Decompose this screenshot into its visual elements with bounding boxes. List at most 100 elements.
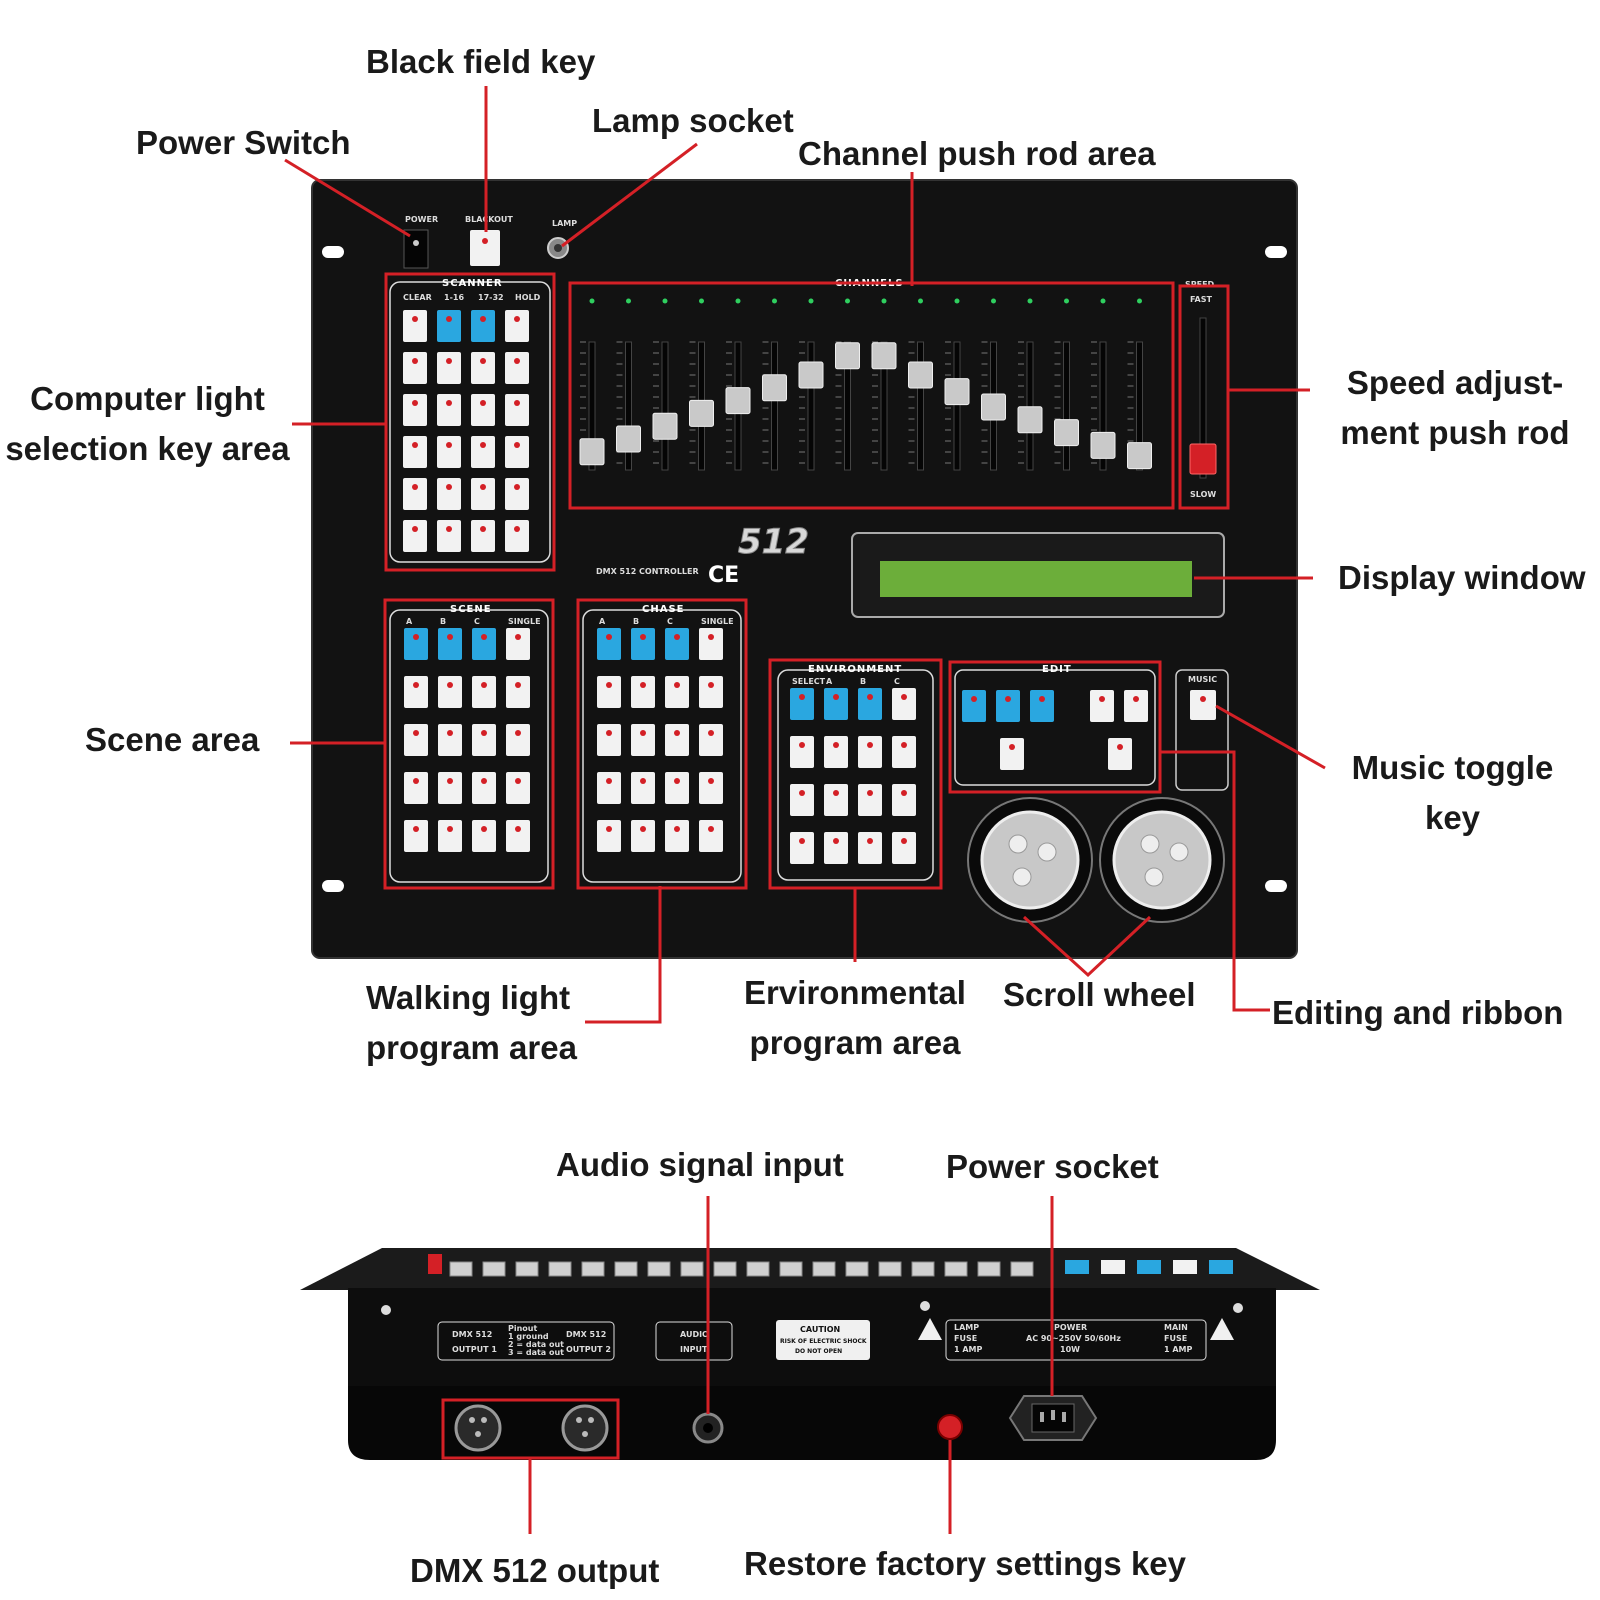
edit-key[interactable] [1030,690,1054,722]
chase-key[interactable] [597,820,621,852]
chase-key[interactable] [665,820,689,852]
scanner-key[interactable] [437,352,461,384]
edit-key[interactable] [1124,690,1148,722]
channel-fader[interactable] [871,342,897,370]
chase-key[interactable] [699,772,723,804]
scene-key[interactable] [404,772,428,804]
factory-reset-button[interactable] [937,1414,963,1440]
environment-key[interactable] [892,736,916,768]
chase-key[interactable] [631,724,655,756]
channel-fader[interactable] [725,387,751,415]
chase-key[interactable] [699,676,723,708]
channel-fader[interactable] [835,342,860,370]
scanner-key[interactable] [403,520,427,552]
scene-key[interactable] [472,772,496,804]
chase-key[interactable] [597,628,621,660]
environment-key[interactable] [858,688,882,720]
channel-fader[interactable] [616,425,641,453]
scene-key[interactable] [472,820,496,852]
scanner-key[interactable] [437,478,461,510]
channel-fader[interactable] [1127,442,1152,470]
edit-key[interactable] [1000,738,1024,770]
environment-key[interactable] [892,832,916,864]
environment-key[interactable] [892,688,916,720]
scanner-key[interactable] [505,520,529,552]
scene-key[interactable] [506,820,530,852]
scene-key[interactable] [404,676,428,708]
chase-key[interactable] [665,676,689,708]
scanner-key[interactable] [403,352,427,384]
edit-key[interactable] [996,690,1020,722]
scanner-key[interactable] [437,394,461,426]
scene-key[interactable] [472,628,496,660]
scanner-key[interactable] [505,352,529,384]
scene-key[interactable] [438,772,462,804]
scene-key[interactable] [506,724,530,756]
chase-key[interactable] [665,628,689,660]
scroll-wheel-left[interactable] [967,797,1093,923]
channel-fader[interactable] [1090,431,1116,459]
scene-key[interactable] [506,628,530,660]
dmx-output-1-connector[interactable] [454,1404,502,1452]
chase-key[interactable] [699,820,723,852]
scene-key[interactable] [438,724,462,756]
scene-key[interactable] [506,676,530,708]
scene-key[interactable] [506,772,530,804]
environment-key[interactable] [858,832,882,864]
channel-fader[interactable] [908,361,933,389]
environment-key[interactable] [824,688,848,720]
chase-key[interactable] [631,628,655,660]
channel-fader[interactable] [1017,406,1043,434]
scene-key[interactable] [438,628,462,660]
chase-key[interactable] [631,772,655,804]
scanner-key[interactable] [505,394,529,426]
chase-key[interactable] [597,676,621,708]
channel-fader[interactable] [798,361,824,389]
blackout-key[interactable] [470,230,500,266]
chase-key[interactable] [699,724,723,756]
scanner-key[interactable] [505,436,529,468]
scanner-key[interactable] [437,310,461,342]
scene-key[interactable] [472,724,496,756]
speed-fader[interactable] [1189,443,1217,475]
scene-key[interactable] [404,724,428,756]
chase-key[interactable] [631,820,655,852]
scanner-key[interactable] [403,394,427,426]
chase-key[interactable] [597,772,621,804]
scanner-key[interactable] [471,352,495,384]
music-key[interactable] [1190,690,1216,720]
environment-key[interactable] [858,736,882,768]
dmx-output-2-connector[interactable] [561,1404,609,1452]
channel-fader[interactable] [762,374,787,402]
chase-key[interactable] [665,724,689,756]
channel-fader[interactable] [944,378,970,406]
channel-fader[interactable] [579,438,605,466]
scanner-key[interactable] [505,478,529,510]
scanner-key[interactable] [403,478,427,510]
scene-key[interactable] [438,676,462,708]
scanner-key[interactable] [437,520,461,552]
environment-key[interactable] [790,688,814,720]
scene-key[interactable] [404,628,428,660]
edit-key[interactable] [1090,690,1114,722]
scanner-key[interactable] [471,436,495,468]
edit-key[interactable] [962,690,986,722]
environment-key[interactable] [824,832,848,864]
channel-fader[interactable] [652,412,678,440]
scanner-key[interactable] [471,394,495,426]
channel-fader[interactable] [689,399,714,427]
power-socket-iec[interactable] [1008,1395,1098,1441]
chase-key[interactable] [631,676,655,708]
scene-key[interactable] [472,676,496,708]
scanner-key[interactable] [471,310,495,342]
channel-fader[interactable] [1054,419,1079,447]
chase-key[interactable] [699,628,723,660]
scene-key[interactable] [404,820,428,852]
scanner-key[interactable] [437,436,461,468]
scanner-key[interactable] [471,478,495,510]
environment-key[interactable] [790,784,814,816]
environment-key[interactable] [858,784,882,816]
scroll-wheel-right[interactable] [1099,797,1225,923]
chase-key[interactable] [665,772,689,804]
environment-key[interactable] [892,784,916,816]
